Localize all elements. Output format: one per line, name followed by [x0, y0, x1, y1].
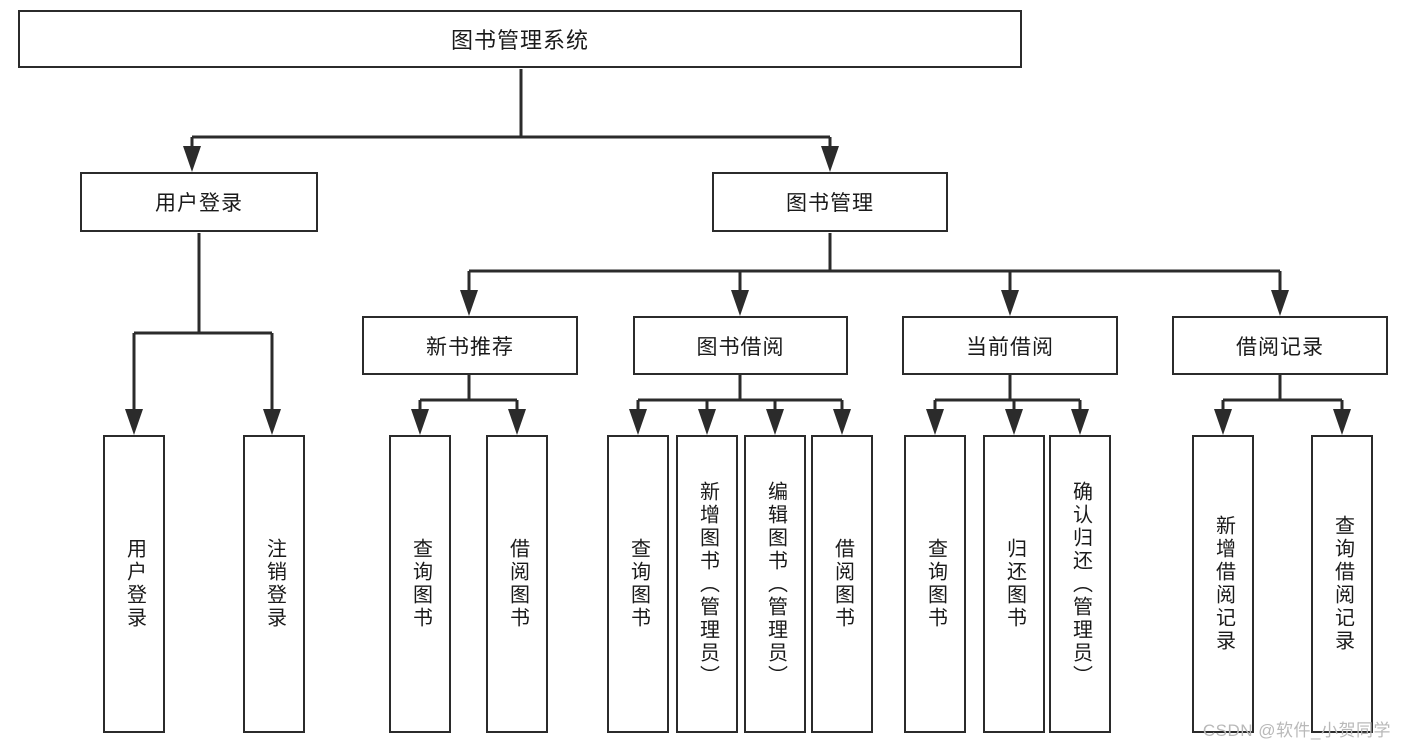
node-label: 查询图书 — [924, 538, 947, 630]
leaf-borrow-add-book-admin[interactable]: 新增图书（管理员） — [676, 435, 738, 733]
node-label: 归还图书 — [1003, 538, 1026, 630]
node-root-system[interactable]: 图书管理系统 — [18, 10, 1022, 68]
node-label: 图书管理 — [786, 192, 874, 215]
node-book-borrow[interactable]: 图书借阅 — [633, 316, 848, 375]
leaf-record-add-record[interactable]: 新增借阅记录 — [1192, 435, 1254, 733]
node-label: 查询图书 — [627, 538, 650, 630]
node-label: 图书借阅 — [696, 335, 785, 359]
node-label: 借阅记录 — [1236, 335, 1324, 359]
leaf-user-login-signin[interactable]: 用户登录 — [103, 435, 165, 733]
leaf-recommend-query-book[interactable]: 查询图书 — [389, 435, 451, 733]
node-label: 新增借阅记录 — [1212, 515, 1235, 653]
node-label: 用户登录 — [123, 538, 146, 630]
leaf-borrow-edit-book-admin[interactable]: 编辑图书（管理员） — [744, 435, 806, 733]
leaf-current-confirm-return-admin[interactable]: 确认归还（管理员） — [1049, 435, 1111, 733]
leaf-recommend-borrow-book[interactable]: 借阅图书 — [486, 435, 548, 733]
node-user-login[interactable]: 用户登录 — [80, 172, 318, 232]
node-label: 当前借阅 — [966, 335, 1054, 359]
node-new-book-recommend[interactable]: 新书推荐 — [362, 316, 578, 375]
leaf-borrow-borrow-book[interactable]: 借阅图书 — [811, 435, 873, 733]
node-label: 用户登录 — [155, 192, 243, 215]
node-label: 查询借阅记录 — [1331, 515, 1354, 653]
node-label: 确认归还（管理员） — [1069, 480, 1092, 688]
node-label: 图书管理系统 — [450, 28, 589, 53]
node-label: 查询图书 — [409, 538, 432, 630]
leaf-borrow-query-book[interactable]: 查询图书 — [607, 435, 669, 733]
leaf-current-return-book[interactable]: 归还图书 — [983, 435, 1045, 733]
leaf-user-login-signout[interactable]: 注销登录 — [243, 435, 305, 733]
node-label: 新增图书（管理员） — [696, 480, 719, 688]
node-label: 编辑图书（管理员） — [764, 480, 787, 688]
node-label: 借阅图书 — [831, 538, 854, 630]
node-label: 借阅图书 — [506, 538, 529, 630]
node-label: 注销登录 — [263, 538, 286, 630]
leaf-record-query-record[interactable]: 查询借阅记录 — [1311, 435, 1373, 733]
node-label: 新书推荐 — [426, 335, 514, 359]
node-book-management[interactable]: 图书管理 — [712, 172, 948, 232]
node-borrow-record[interactable]: 借阅记录 — [1172, 316, 1388, 375]
watermark-text: CSDN @软件_小贺同学 — [1202, 721, 1391, 740]
node-current-borrow[interactable]: 当前借阅 — [902, 316, 1118, 375]
leaf-current-query-book[interactable]: 查询图书 — [904, 435, 966, 733]
